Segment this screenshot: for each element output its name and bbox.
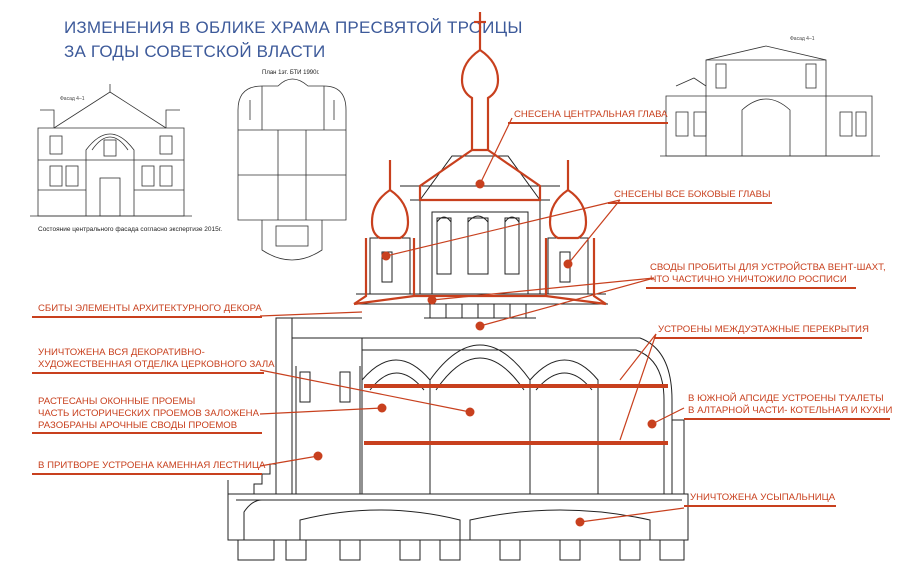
underline-central-dome: [508, 122, 668, 124]
annotation-windows-line-3: РАЗОБРАНЫ АРОЧНЫЕ СВОДЫ ПРОЕМОВ: [38, 420, 238, 431]
annotation-finish: УНИЧТОЖЕНА ВСЯ ДЕКОРАТИВНО- ХУДОЖЕСТВЕНН…: [38, 347, 275, 371]
crypt-section: [227, 493, 689, 561]
side-drums: [369, 237, 589, 295]
annotation-windows-line-2: ЧАСТЬ ИСТОРИЧЕСКИХ ПРОЕМОВ ЗАЛОЖЕНА: [38, 408, 259, 419]
underline-stair: [32, 473, 262, 475]
annotation-stair: В ПРИТВОРЕ УСТРОЕНА КАМЕННАЯ ЛЕСТНИЦА: [38, 460, 266, 471]
annotation-crypt: УНИЧТОЖЕНА УСЫПАЛЬНИЦА: [690, 492, 836, 503]
underline-floors: [654, 337, 862, 339]
title-line-1: ИЗМЕНЕНИЯ В ОБЛИКЕ ХРАМА ПРЕСВЯТОЙ ТРОИЦ…: [64, 18, 523, 37]
annotation-vaults-line-1: СВОДЫ ПРОБИТЫ ДЛЯ УСТРОЙСТВА ВЕНТ-ШАХТ,: [650, 262, 886, 273]
main-hall-section: [227, 317, 685, 494]
annotation-apse-line-2: В АЛТАРНОЙ ЧАСТИ- КОТЕЛЬНАЯ И КУХНИ: [688, 405, 893, 416]
title-line-2: ЗА ГОДЫ СОВЕТСКОЙ ВЛАСТИ: [64, 42, 326, 61]
underline-vaults: [646, 287, 856, 289]
annotation-windows: РАСТЕСАНЫ ОКОННЫЕ ПРОЕМЫ ЧАСТЬ ИСТОРИЧЕС…: [38, 396, 259, 432]
underline-finish: [32, 372, 264, 374]
plan-thumbnail: [237, 78, 347, 261]
underline-windows: [32, 432, 262, 434]
annotation-central-dome: СНЕСЕНА ЦЕНТРАЛЬНАЯ ГЛАВА: [514, 109, 668, 120]
facade-thumbnail: [30, 84, 192, 217]
annotation-decor: СБИТЫ ЭЛЕМЕНТЫ АРХИТЕКТУРНОГО ДЕКОРА: [38, 303, 262, 314]
annotation-finish-line-2: ХУДОЖЕСТВЕННАЯ ОТДЕЛКА ЦЕРКОВНОГО ЗАЛА: [38, 359, 275, 370]
underline-crypt: [684, 505, 836, 507]
underline-apse: [684, 418, 890, 420]
annotation-vaults-line-2: ЧТО ЧАСТИЧНО УНИЧТОЖИЛО РОСПИСИ: [650, 274, 847, 285]
leader-dots: [313, 179, 657, 527]
annotation-finish-line-1: УНИЧТОЖЕНА ВСЯ ДЕКОРАТИВНО-: [38, 347, 205, 358]
plan-caption: План 1эт. БТИ 1990г.: [262, 70, 320, 76]
underline-side-domes: [608, 202, 772, 204]
annotation-apse-line-1: В ЮЖНОЙ АПСИДЕ УСТРОЕНЫ ТУАЛЕТЫ: [688, 393, 884, 404]
inserted-floors: [364, 384, 668, 445]
facade-caption: Состояние центрального фасада согласно э…: [38, 226, 223, 233]
facade-label: Фасад 4–1: [60, 96, 85, 102]
annotation-vaults: СВОДЫ ПРОБИТЫ ДЛЯ УСТРОЙСТВА ВЕНТ-ШАХТ, …: [650, 262, 886, 286]
annotation-floors: УСТРОЕНЫ МЕЖДУЭТАЖНЫЕ ПЕРЕКРЫТИЯ: [658, 324, 869, 335]
annotation-apse: В ЮЖНОЙ АПСИДЕ УСТРОЕНЫ ТУАЛЕТЫ В АЛТАРН…: [688, 393, 892, 417]
right-facade-thumbnail: [660, 45, 880, 157]
annotation-side-domes: СНЕСЕНЫ ВСЕ БОКОВЫЕ ГЛАВЫ: [614, 189, 771, 200]
leader-lines: [259, 117, 685, 523]
underline-decor: [32, 316, 262, 318]
page-title: ИЗМЕНЕНИЯ В ОБЛИКЕ ХРАМА ПРЕСВЯТОЙ ТРОИЦ…: [64, 16, 523, 64]
annotation-windows-line-1: РАСТЕСАНЫ ОКОННЫЕ ПРОЕМЫ: [38, 396, 196, 407]
right-facade-label: Фасад 4–1: [790, 36, 815, 42]
